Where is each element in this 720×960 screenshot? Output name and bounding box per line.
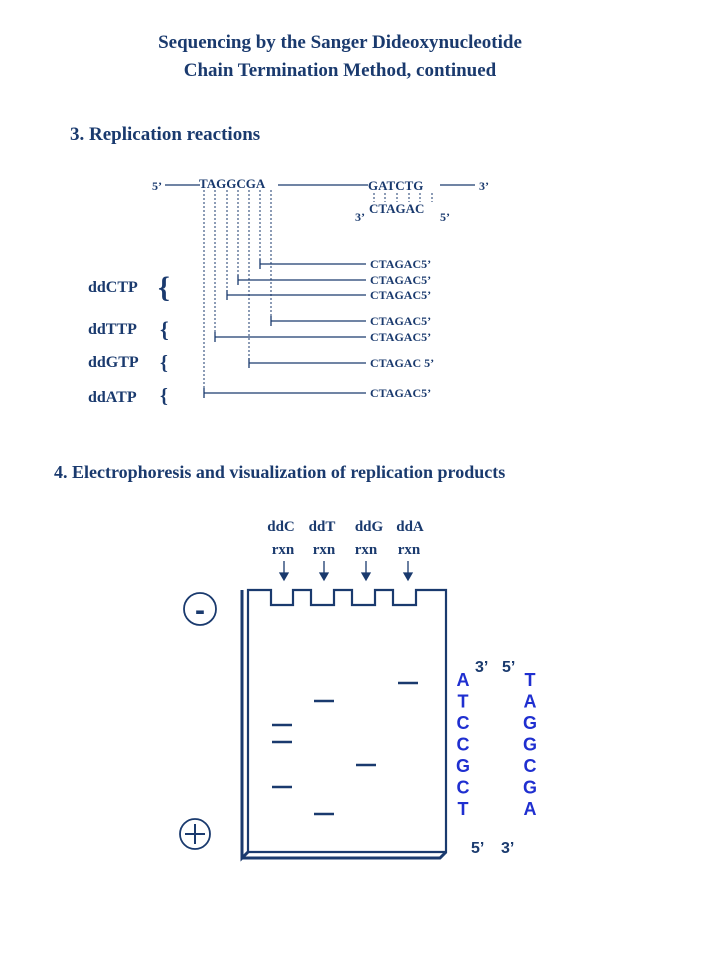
- reaction-label-ddgtp: ddGTP: [88, 354, 139, 371]
- read-left-letter: C: [457, 778, 470, 798]
- read-left-letter: T: [458, 692, 469, 712]
- product-lines: [203, 259, 366, 398]
- product-label: CTAGAC5’: [370, 273, 431, 287]
- lane-label-ddc-bottom: rxn: [272, 542, 295, 558]
- read-left-letter: C: [457, 713, 470, 733]
- lane-label-dda-bottom: rxn: [398, 542, 421, 558]
- read-bottom-5prime: 5’: [471, 840, 484, 857]
- brace-ddctp: {: [158, 271, 170, 304]
- lane-label-ddg-top: ddG: [355, 519, 384, 535]
- read-right-letter: G: [523, 735, 537, 755]
- read-left-letter: G: [456, 756, 470, 776]
- lane-label-ddc-top: ddC: [267, 519, 295, 535]
- brace-ddttp: {: [160, 317, 169, 342]
- positive-electrode: [179, 818, 211, 850]
- template-5prime: 5’: [152, 179, 162, 193]
- negative-electrode: -: [183, 592, 217, 627]
- gel-bands: [272, 681, 418, 816]
- read-right-column: TAGGCGA: [523, 670, 537, 819]
- read-right-letter: G: [523, 713, 537, 733]
- lane-label-ddt-top: ddT: [309, 519, 336, 535]
- negative-symbol: -: [195, 594, 205, 627]
- product-label: CTAGAC5’: [370, 288, 431, 302]
- read-right-letter: C: [524, 756, 537, 776]
- read-top-3prime: 3’: [475, 659, 488, 676]
- read-right-letter: T: [525, 670, 536, 690]
- product-label: CTAGAC5’: [370, 257, 431, 271]
- read-right-letter: A: [524, 799, 537, 819]
- gel-slab: [240, 588, 448, 862]
- lane-label-dda-top: ddA: [396, 519, 424, 535]
- product-label: CTAGAC 5’: [370, 356, 434, 370]
- section-3-heading: 3. Replication reactions: [70, 124, 260, 145]
- read-right-letter: G: [523, 778, 537, 798]
- read-left-letter: A: [457, 670, 470, 690]
- read-right-letter: A: [524, 692, 537, 712]
- lane-label-ddt-bottom: rxn: [313, 542, 336, 558]
- read-left-letter: C: [457, 735, 470, 755]
- product-label: CTAGAC5’: [370, 386, 431, 400]
- primer-seq: CTAGAC: [369, 201, 424, 216]
- read-bottom-3prime: 3’: [501, 840, 514, 857]
- primer-pairing-ticks: [373, 193, 433, 202]
- read-left-letter: T: [458, 799, 469, 819]
- template-seq-left: TAGGCGA: [199, 176, 266, 191]
- lane-label-ddg-bottom: rxn: [355, 542, 378, 558]
- section-4-heading: 4. Electrophoresis and visualization of …: [54, 462, 505, 482]
- template-seq-right: GATCTG: [368, 178, 423, 193]
- brace-ddatp: {: [160, 385, 168, 407]
- product-label: CTAGAC5’: [370, 330, 431, 344]
- loading-arrows: [278, 561, 414, 582]
- title-line-2: Chain Termination Method, continued: [184, 60, 497, 81]
- template-3prime: 3’: [479, 179, 489, 193]
- title-line-1: Sequencing by the Sanger Dideoxynucleoti…: [158, 32, 522, 53]
- reaction-label-ddttp: ddTTP: [88, 321, 137, 338]
- termination-drop-lines: [203, 190, 272, 393]
- product-label: CTAGAC5’: [370, 314, 431, 328]
- reaction-label-ddatp: ddATP: [88, 389, 137, 406]
- reaction-label-ddctp: ddCTP: [88, 279, 138, 296]
- read-top-5prime: 5’: [502, 659, 515, 676]
- primer-3prime: 3’: [355, 210, 365, 224]
- brace-ddgtp: {: [160, 352, 168, 374]
- primer-5prime: 5’: [440, 210, 450, 224]
